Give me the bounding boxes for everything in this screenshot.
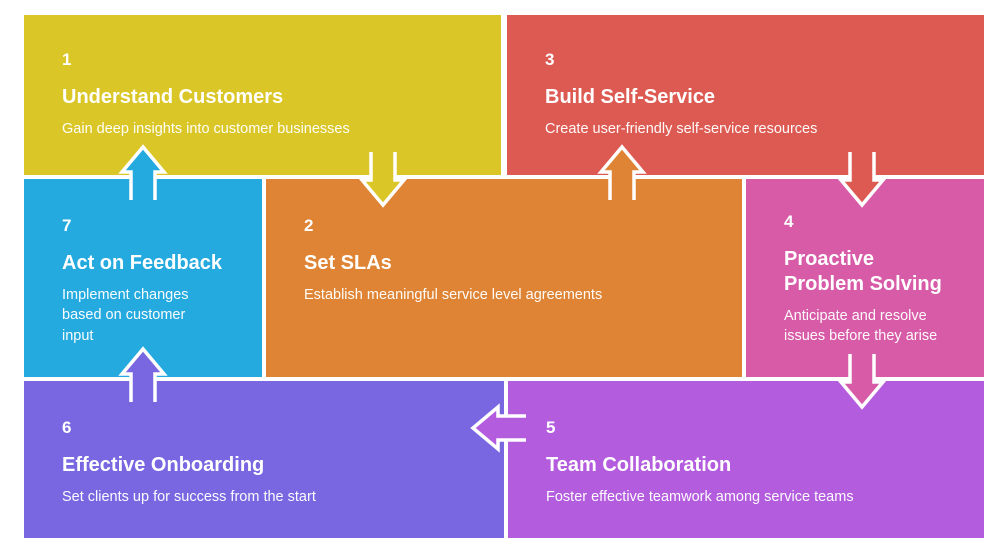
step-description: Foster effective teamwork among service … xyxy=(546,489,854,505)
step-title: Effective Onboarding xyxy=(62,454,265,476)
step-number: 6 xyxy=(62,418,72,437)
step-block-2: 2 Set SLAs Establish meaningful service … xyxy=(266,179,742,377)
step-title: Proactive Problem Solving xyxy=(784,248,942,295)
step-description: Set clients up for success from the star… xyxy=(62,489,316,505)
step-title: Team Collaboration xyxy=(546,454,732,476)
step-number: 7 xyxy=(62,216,72,235)
step-block-3: 3 Build Self-Service Create user-friendl… xyxy=(507,15,984,175)
step-description: Create user-friendly self-service resour… xyxy=(545,121,818,137)
step-number: 5 xyxy=(546,418,556,437)
step-block-6: 6 Effective Onboarding Set clients up fo… xyxy=(24,381,504,538)
step-number: 1 xyxy=(62,50,72,69)
step-description: Anticipate and resolve issues before the… xyxy=(784,308,938,345)
step-description: Establish meaningful service level agree… xyxy=(304,287,603,303)
step-block-1: 1 Understand Customers Gain deep insight… xyxy=(24,15,501,175)
step-number: 4 xyxy=(784,212,794,231)
step-block-4: 4 Proactive Problem Solving Anticipate a… xyxy=(746,179,984,377)
step-block-5: 5 Team Collaboration Foster effective te… xyxy=(508,381,984,538)
step-number: 2 xyxy=(304,216,314,235)
step-title: Understand Customers xyxy=(62,86,284,108)
step-description: Gain deep insights into customer busines… xyxy=(62,121,350,137)
step-title: Build Self-Service xyxy=(545,86,716,108)
step-block-7: 7 Act on Feedback Implement changes base… xyxy=(24,179,262,377)
step-number: 3 xyxy=(545,50,555,69)
step-description: Implement changes based on customer inpu… xyxy=(62,287,189,344)
step-title: Act on Feedback xyxy=(62,252,223,274)
step-title: Set SLAs xyxy=(304,252,392,274)
